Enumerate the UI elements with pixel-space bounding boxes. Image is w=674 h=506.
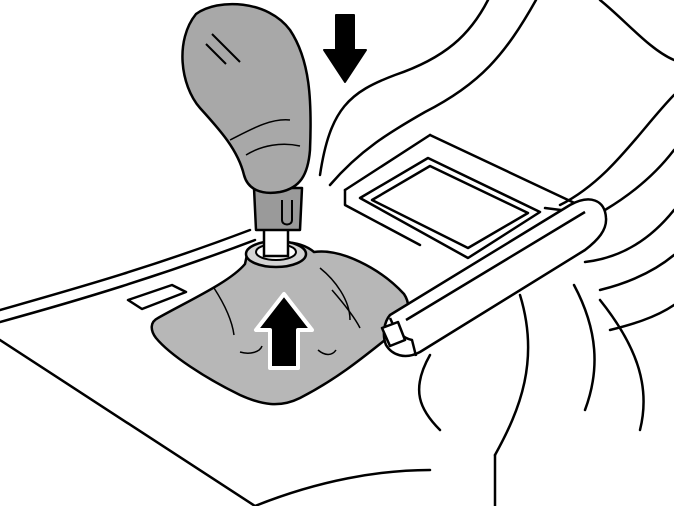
boot-fold-5 (331, 289, 361, 329)
knob-base-sleeve (252, 186, 304, 232)
tray-inner-outer (358, 156, 542, 260)
knob-highlight-1 (211, 33, 241, 63)
handbrake-body (382, 198, 608, 358)
arrow-up-icon (254, 292, 314, 370)
handbrake-lever (380, 198, 608, 358)
console-left-edge-inner (0, 238, 257, 324)
console-left-diagonal (0, 338, 257, 506)
knob-neck-line (229, 119, 291, 141)
right-curve-top (598, 0, 674, 62)
lower-right-arc-3 (598, 298, 645, 432)
right-curve-mid (558, 93, 674, 207)
right-curve-low (583, 208, 674, 264)
dashboard-curve-2 (328, 0, 538, 187)
shaft-tube (262, 214, 290, 258)
gear-shaft (252, 186, 304, 258)
knob-neck-line-2 (245, 143, 301, 156)
arrow-up-shape (254, 292, 314, 370)
lower-right-arc (493, 293, 530, 457)
arrow-down-shape (323, 14, 367, 83)
right-curve-low2 (598, 253, 674, 292)
sleeve-clip (281, 200, 293, 226)
console-bottom-curve (253, 468, 432, 506)
tray-left-upper (343, 133, 432, 192)
tray-inner (370, 164, 530, 250)
arrow-down-icon (323, 14, 367, 83)
right-curve-mid2 (603, 148, 674, 212)
console-left-edge-upper (0, 228, 252, 312)
boot-fold-3 (239, 345, 263, 354)
boot-fold-2 (319, 267, 351, 321)
handbrake-release-button (380, 320, 407, 348)
tray-left-lower (343, 188, 422, 247)
right-curve-low3 (608, 303, 674, 332)
lower-mid-arc (417, 353, 442, 432)
knob-highlight-2 (205, 43, 227, 65)
handbrake-top-line (405, 210, 586, 322)
lower-right-arc-2 (572, 283, 596, 412)
vent-slot (126, 283, 188, 311)
gear-knob (181, 2, 312, 194)
boot-fold-1 (213, 287, 235, 336)
boot-fold-4 (317, 349, 337, 356)
tray-top-edge (428, 133, 602, 217)
dashboard-curve-1 (318, 0, 490, 177)
